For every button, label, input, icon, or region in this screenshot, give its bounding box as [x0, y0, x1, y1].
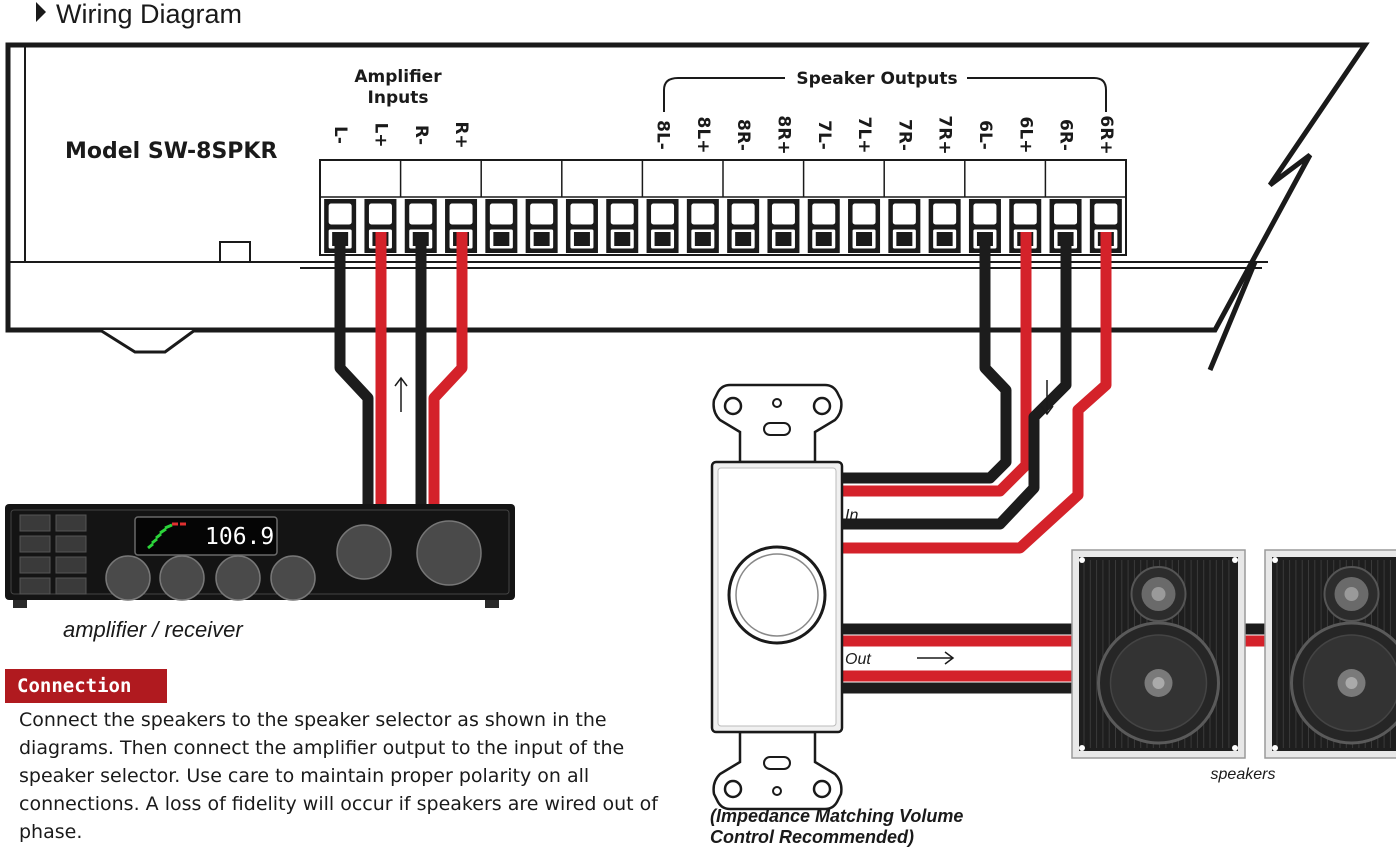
terminal-label: 8R-: [733, 119, 753, 151]
knob-2: [159, 555, 205, 601]
knob-1: [105, 555, 151, 601]
receiver-knobs: [105, 520, 482, 601]
terminal-15: [928, 199, 961, 253]
terminal-label: 6L+: [1015, 117, 1035, 154]
terminal-label: 7R-: [894, 119, 914, 151]
terminal-label: 8R+: [773, 115, 793, 154]
terminal-label: 8L+: [693, 117, 713, 154]
terminal-label: R+: [451, 121, 471, 148]
input-direction-arrow-icon: [394, 376, 408, 412]
wire-6r-positive: [840, 232, 1112, 554]
terminal-block: [319, 159, 1127, 256]
terminal-9: [686, 199, 719, 253]
terminal-8: [646, 199, 679, 253]
wire-input-r-positive: [428, 232, 468, 506]
terminal-label: 6R-: [1056, 119, 1076, 151]
volume-control-plate: [710, 383, 844, 811]
out-label: Out: [845, 651, 871, 668]
terminal-4: [485, 199, 518, 253]
terminal-label: 6R+: [1096, 115, 1116, 154]
heading: Wiring Diagram: [36, 0, 242, 29]
volume-note-line-2: Control Recommended): [710, 827, 914, 847]
wire-6l-negative: [840, 232, 1012, 484]
speaker-outputs-bracket: [663, 77, 1107, 112]
knob-3: [215, 555, 261, 601]
model-label: Model SW-8SPKR: [65, 139, 277, 164]
knob-5: [336, 524, 392, 580]
wire-6l-positive: [840, 232, 1032, 497]
speakers: [1071, 549, 1396, 759]
out-direction-arrow-icon: [917, 651, 955, 665]
level-meter-icon: [147, 522, 186, 550]
terminal-label: L-: [330, 126, 350, 144]
terminal-11: [767, 199, 800, 253]
terminal-2: [404, 199, 437, 253]
knob-4: [270, 555, 316, 601]
receiver-caption: amplifier / receiver: [63, 617, 244, 642]
terminal-label: 7L-: [814, 120, 834, 150]
amplifier-receiver: 106.9: [5, 504, 515, 608]
receiver-frequency: 106.9: [205, 524, 274, 550]
speakers-caption: speakers: [1211, 766, 1276, 783]
in-label: In: [845, 507, 858, 524]
terminal-label: 8L-: [653, 120, 673, 150]
terminal-13: [848, 199, 881, 253]
wire-6r-negative: [840, 232, 1072, 530]
output-wires: [840, 232, 1112, 554]
terminal-10: [727, 199, 760, 253]
terminal-label: 6L-: [975, 120, 995, 150]
heading-text: Wiring Diagram: [56, 0, 242, 29]
triangle-bullet-icon: [36, 2, 46, 22]
amplifier-inputs-label: Amplifier: [354, 67, 442, 87]
terminal-label: 7L+: [854, 117, 874, 154]
speaker-wires: [838, 623, 1265, 694]
terminal-labels: L- L+ R- R+ 8L- 8L+ 8R- 8R+ 7L- 7L+ 7R- 7R+ 6L- 6L+ 6R…: [330, 115, 1116, 154]
wire-input-l-negative: [334, 232, 374, 506]
terminal-label: 7R+: [935, 115, 955, 154]
terminal-14: [888, 199, 921, 253]
speaker-2: [1264, 549, 1396, 759]
volume-note-line-1: (Impedance Matching Volume: [710, 806, 963, 826]
connection-section-label: Connection: [5, 669, 167, 703]
terminal-7: [606, 199, 639, 253]
knob-6: [416, 520, 482, 586]
speaker-1: [1071, 549, 1246, 759]
output-direction-arrow-icon: [1040, 380, 1054, 416]
connection-description: Connect the speakers to the speaker sele…: [19, 709, 658, 843]
preset-buttons: [19, 514, 87, 595]
terminal-5: [525, 199, 558, 253]
speaker-outputs-label: Speaker Outputs: [796, 69, 957, 89]
input-wires: [334, 232, 468, 506]
amplifier-inputs-label-2: Inputs: [368, 88, 429, 108]
terminal-12: [807, 199, 840, 253]
terminal-label: R-: [411, 125, 431, 145]
terminal-label: L+: [370, 122, 390, 147]
terminal-6: [565, 199, 598, 253]
